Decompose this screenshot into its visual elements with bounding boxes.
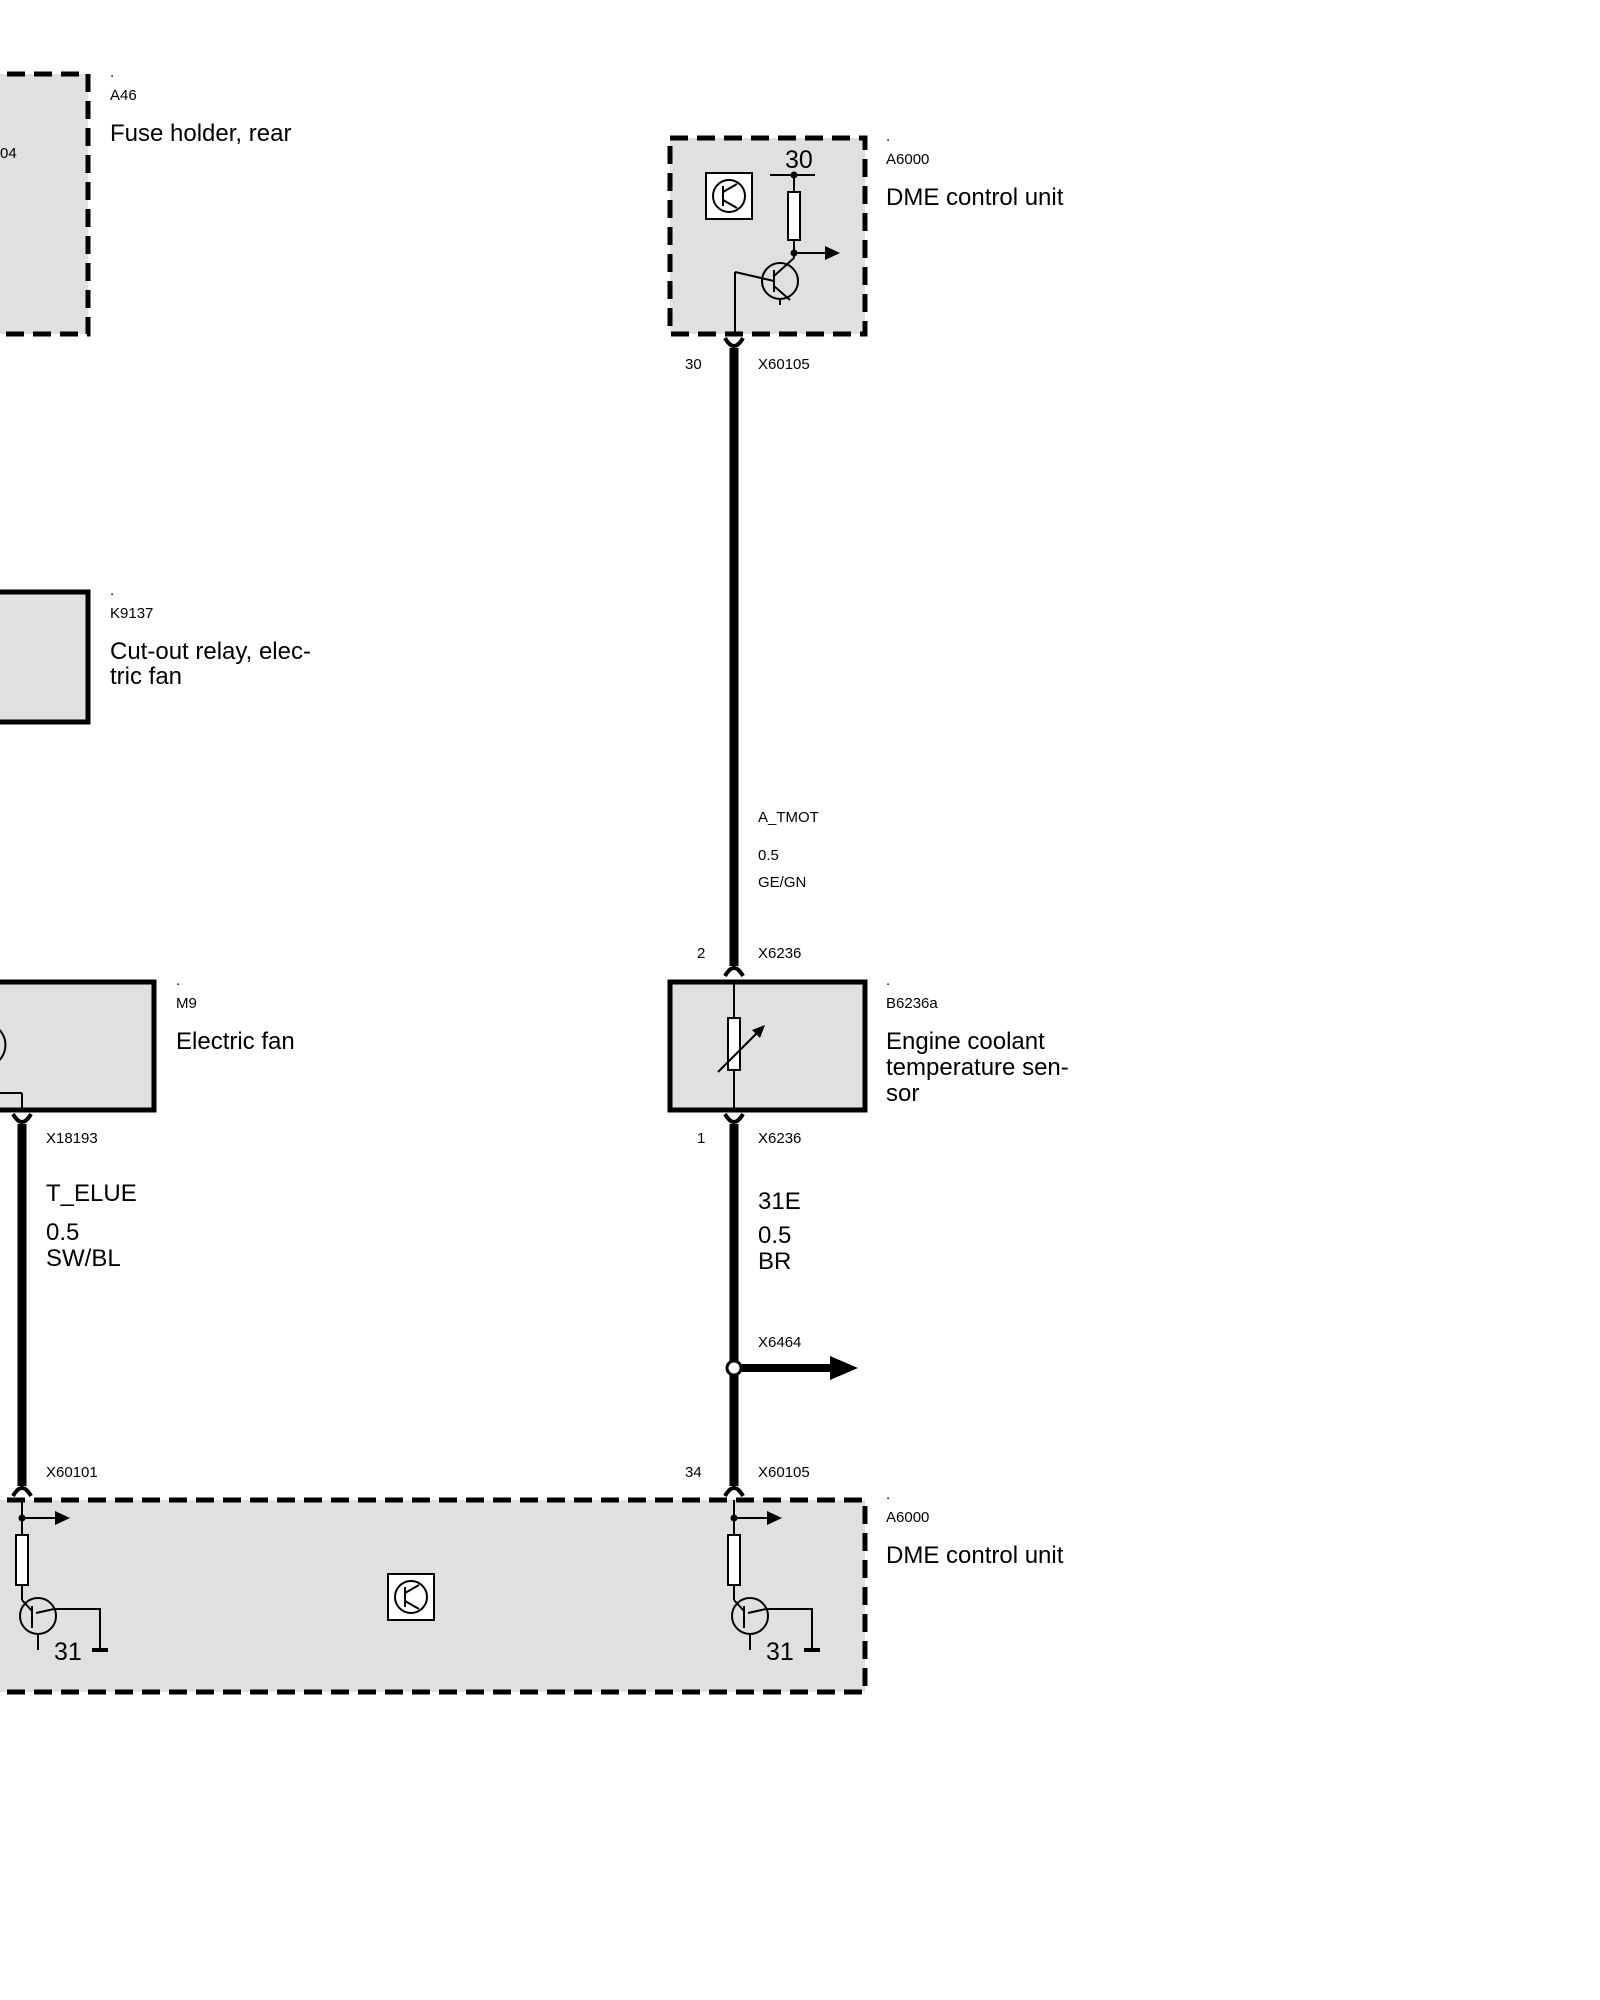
fuse-holder-box: 04 — [0, 71, 91, 337]
relay-box — [0, 589, 91, 725]
sensor-top-pin: 2 — [697, 945, 705, 962]
splice-arrow-icon — [830, 1356, 858, 1380]
fan-wire-name: T_ELUE — [46, 1180, 137, 1207]
dme-bottom-marker: . — [886, 1486, 890, 1503]
dme-top-pin: 30 — [685, 356, 702, 373]
fan-marker: . — [176, 972, 180, 989]
dme-top-name: DME control unit — [886, 184, 1064, 211]
ground-wire-color: BR — [758, 1248, 791, 1275]
splice-connector: X6464 — [758, 1334, 801, 1351]
connector-icon — [723, 966, 745, 978]
relay-name-line1: Cut-out relay, elec- — [110, 638, 311, 665]
relay-code: K9137 — [110, 605, 153, 622]
dme-top-box: 30 — [667, 135, 868, 337]
output-arrow-icon — [767, 1511, 782, 1525]
sensor-marker: . — [886, 972, 890, 989]
sensor-name-line3: sor — [886, 1080, 919, 1107]
fuse-holder-name: Fuse holder, rear — [110, 120, 291, 147]
connector-icon — [723, 336, 745, 348]
dme-bottom-ground-right: 31 — [766, 1638, 794, 1666]
fuse-holder-pin-label: 04 — [0, 145, 17, 162]
fuse-holder-marker: . — [110, 64, 114, 81]
signal-wire-color: GE/GN — [758, 874, 806, 891]
resistor-icon — [727, 1534, 741, 1586]
signal-wire-name: A_TMOT — [758, 809, 819, 826]
output-arrow-icon — [55, 1511, 70, 1525]
dme-bottom-right-connector: X60105 — [758, 1464, 810, 1481]
ground-wire-name: 31E — [758, 1188, 801, 1215]
thermistor-icon — [727, 1017, 741, 1071]
dme-bottom-ground-left: 31 — [54, 1638, 82, 1666]
sensor-name-line2: temperature sen- — [886, 1054, 1069, 1081]
splice-node — [725, 1359, 743, 1377]
fan-wire-size: 0.5 — [46, 1219, 79, 1246]
motor-icon — [0, 1029, 7, 1061]
fan-wire-color: SW/BL — [46, 1245, 121, 1272]
dme-bottom-name: DME control unit — [886, 1542, 1064, 1569]
sensor-top-connector: X6236 — [758, 945, 801, 962]
fan-connector: X18193 — [46, 1130, 98, 1147]
signal-wire-size: 0.5 — [758, 847, 779, 864]
dme-top-connector: X60105 — [758, 356, 810, 373]
fan-code: M9 — [176, 995, 197, 1012]
sensor-code: B6236a — [886, 995, 938, 1012]
fan-name: Electric fan — [176, 1028, 295, 1055]
sensor-box — [667, 979, 868, 1113]
resistor-icon — [787, 191, 801, 241]
relay-name-line2: tric fan — [110, 663, 182, 690]
connector-icon — [11, 1486, 33, 1498]
sensor-name-line1: Engine coolant — [886, 1028, 1045, 1055]
dme-top-pin-label: 30 — [785, 146, 813, 174]
connector-icon — [723, 1486, 745, 1498]
output-arrow-icon — [825, 246, 840, 260]
connector-icon — [723, 1112, 745, 1124]
dme-top-code: A6000 — [886, 151, 929, 168]
dme-bottom-left-connector: X60101 — [46, 1464, 98, 1481]
fan-box — [0, 979, 157, 1113]
dme-top-marker: . — [886, 128, 890, 145]
dme-bottom-code: A6000 — [886, 1509, 929, 1526]
dme-bottom-box: 31 31 — [0, 1497, 868, 1695]
sensor-bottom-connector: X6236 — [758, 1130, 801, 1147]
dme-bottom-right-pin: 34 — [685, 1464, 702, 1481]
fuse-holder-code: A46 — [110, 87, 137, 104]
sensor-bottom-pin: 1 — [697, 1130, 705, 1147]
relay-marker: . — [110, 582, 114, 599]
resistor-icon — [15, 1534, 29, 1586]
ground-wire-size: 0.5 — [758, 1222, 791, 1249]
connector-icon — [11, 1112, 33, 1124]
